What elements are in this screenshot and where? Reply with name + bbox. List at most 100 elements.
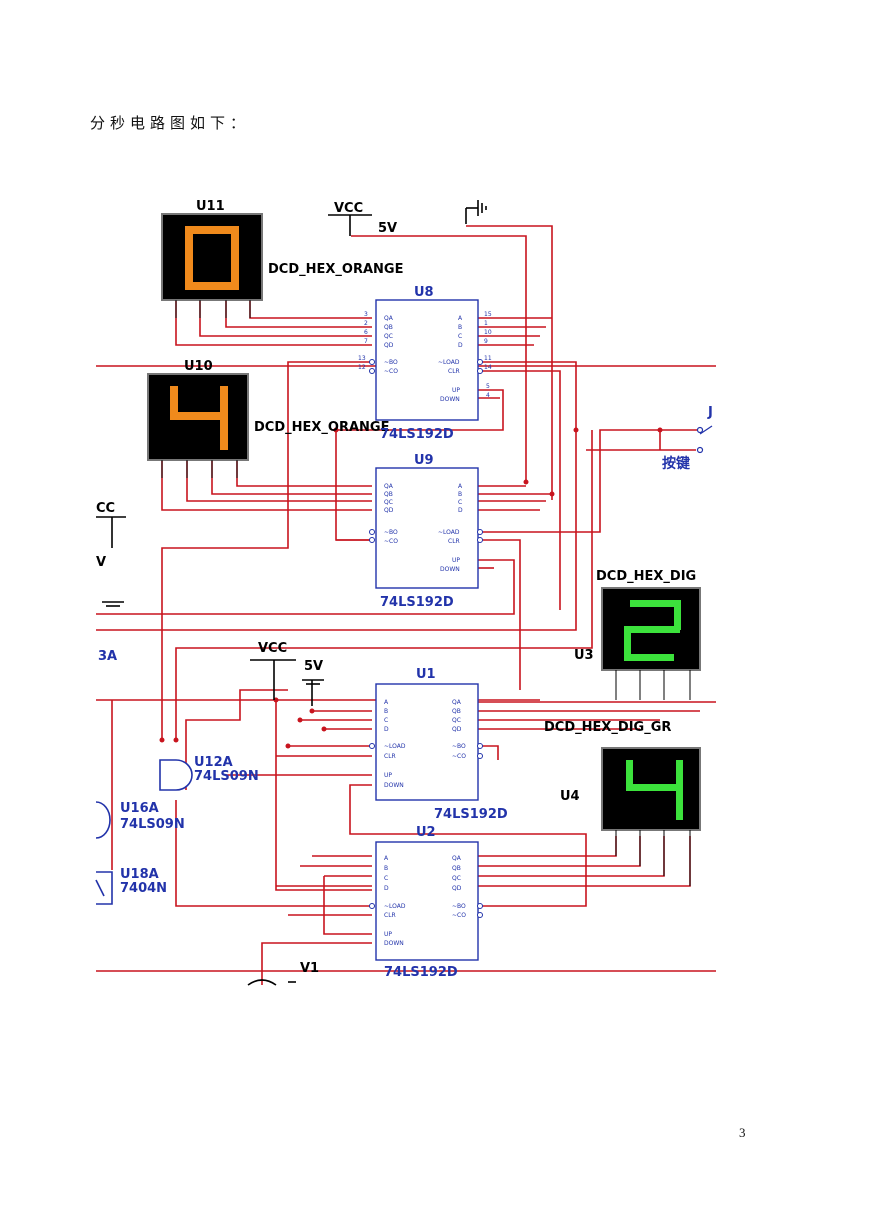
pin-number: 9 — [484, 338, 488, 345]
pin-label: UP — [452, 387, 460, 394]
chip-u8-part: 74LS192D — [380, 427, 454, 442]
display-u4-type: DCD_HEX_DIG_GR — [544, 720, 671, 735]
volt-mid-label: 5V — [304, 659, 323, 674]
pin-label: QD — [452, 885, 462, 892]
chip-u2-ref: U2 — [416, 825, 436, 840]
chip-u8-ref: U8 — [414, 285, 434, 300]
pin-number: 3 — [364, 311, 368, 318]
pin-label: B — [384, 708, 388, 715]
pin-number: 1 — [484, 320, 488, 327]
chip-u1-pins: A B C D ~LOAD CLR UP DOWN QA QB QC QD ~B… — [384, 699, 466, 789]
pin-label: DOWN — [384, 940, 404, 947]
display-u3-ref: U3 — [574, 648, 594, 663]
pin-label: C — [384, 717, 388, 724]
page-number: 3 — [739, 1125, 746, 1140]
pin-label: QC — [384, 333, 393, 340]
gate-u18a-ref: U18A — [120, 867, 159, 882]
vcc-top-label: VCC — [334, 201, 363, 216]
pin-label: QA — [452, 699, 462, 706]
seven-seg-u10 — [170, 386, 228, 450]
display-u10-type: DCD_HEX_ORANGE — [254, 420, 389, 435]
gate-u16a-part: 74LS09N — [120, 817, 185, 832]
chip-u9-part: 74LS192D — [380, 595, 454, 610]
and-gate-u12a — [159, 759, 193, 791]
pin-label: B — [458, 324, 462, 331]
pin-number: 7 — [364, 338, 368, 345]
pin-label: ~BO — [452, 903, 466, 910]
display-u4-ref: U4 — [560, 789, 580, 804]
pin-label: CLR — [448, 538, 460, 545]
vcc-top-symbol — [328, 214, 372, 236]
chip-u9-pins: QA QB QC QD ~BO ~CO A B C D ~LOAD CLR UP… — [384, 483, 463, 573]
pin-label: ~BO — [452, 743, 466, 750]
pin-label: CLR — [384, 912, 396, 919]
volt-left-label: V — [96, 555, 106, 570]
chip-u2-pins: A B C D ~LOAD CLR UP DOWN QA QB QC QD ~B… — [384, 855, 466, 947]
pin-number: 10 — [484, 329, 492, 336]
pin-number: 15 — [484, 311, 492, 318]
gate-u12a-part: 74LS09N — [194, 769, 259, 784]
pin-label: C — [458, 333, 462, 340]
pin-label: C — [458, 499, 462, 506]
volt-top-label: 5V — [378, 221, 397, 236]
chip-u9-ref: U9 — [414, 453, 434, 468]
pin-label: B — [458, 491, 462, 498]
pin-label: C — [384, 875, 388, 882]
chip-u9 — [375, 467, 479, 589]
display-u11-ref: U11 — [196, 199, 225, 214]
pin-label: QB — [452, 708, 461, 715]
seven-seg-u4 — [626, 760, 683, 820]
pin-label: QC — [452, 717, 461, 724]
gate-u18a-part: 7404N — [120, 881, 167, 896]
gate-u12a-ref: U12A — [194, 755, 233, 770]
chip-u8-pin-numbers: 3 2 6 7 13 12 15 1 10 9 11 14 5 4 — [358, 311, 492, 399]
pin-label: QD — [384, 507, 394, 514]
pin-label: ~CO — [452, 753, 466, 760]
pin-label: QB — [384, 491, 393, 498]
pin-label: ~LOAD — [384, 903, 406, 910]
vcc-left-label: CC — [96, 501, 115, 516]
pin-number: 12 — [358, 364, 366, 371]
display-u3 — [601, 587, 701, 700]
pin-label: ~LOAD — [438, 359, 460, 366]
pin-number: 11 — [484, 355, 492, 362]
pin-label: DOWN — [440, 396, 460, 403]
pin-label: ~BO — [384, 529, 398, 536]
display-u3-type: DCD_HEX_DIG — [596, 569, 696, 584]
pin-label: QD — [452, 726, 462, 733]
pin-label: QC — [384, 499, 393, 506]
pin-bubbles — [369, 359, 483, 918]
pin-label: A — [458, 483, 463, 490]
pin-label: ~LOAD — [384, 743, 406, 750]
pin-label: A — [458, 315, 463, 322]
switch-label: 按键 — [662, 455, 691, 472]
pin-label: CLR — [448, 368, 460, 375]
source-symbol — [247, 979, 296, 986]
display-u10-ref: U10 — [184, 359, 213, 374]
pin-label: D — [458, 507, 463, 514]
chip-u1-ref: U1 — [416, 667, 436, 682]
gate-u13a-ref: 3A — [98, 649, 117, 664]
display-u11-type: DCD_HEX_ORANGE — [268, 262, 403, 277]
pin-label: QA — [384, 315, 394, 322]
pin-label: QB — [452, 865, 461, 872]
ground-top-symbol — [465, 200, 487, 224]
seven-seg-u3 — [624, 600, 681, 661]
pin-label: D — [384, 726, 389, 733]
display-u10 — [147, 373, 249, 478]
pin-label: QD — [384, 342, 394, 349]
pin-label: UP — [384, 931, 392, 938]
chip-u1 — [375, 683, 479, 801]
pin-number: 4 — [486, 392, 490, 399]
pin-label: DOWN — [384, 782, 404, 789]
pin-label: ~LOAD — [438, 529, 460, 536]
pin-label: D — [458, 342, 463, 349]
gate-u16a-ref: U16A — [120, 801, 159, 816]
pin-label: ~BO — [384, 359, 398, 366]
page-caption: 分秒电路图如下： — [90, 114, 251, 132]
pin-label: ~CO — [452, 912, 466, 919]
chip-u8-pins: QA QB QC QD ~BO ~CO A B C D ~LOAD CLR UP… — [384, 315, 463, 403]
display-u4 — [601, 747, 701, 886]
vcc-mid-symbol — [250, 659, 324, 706]
